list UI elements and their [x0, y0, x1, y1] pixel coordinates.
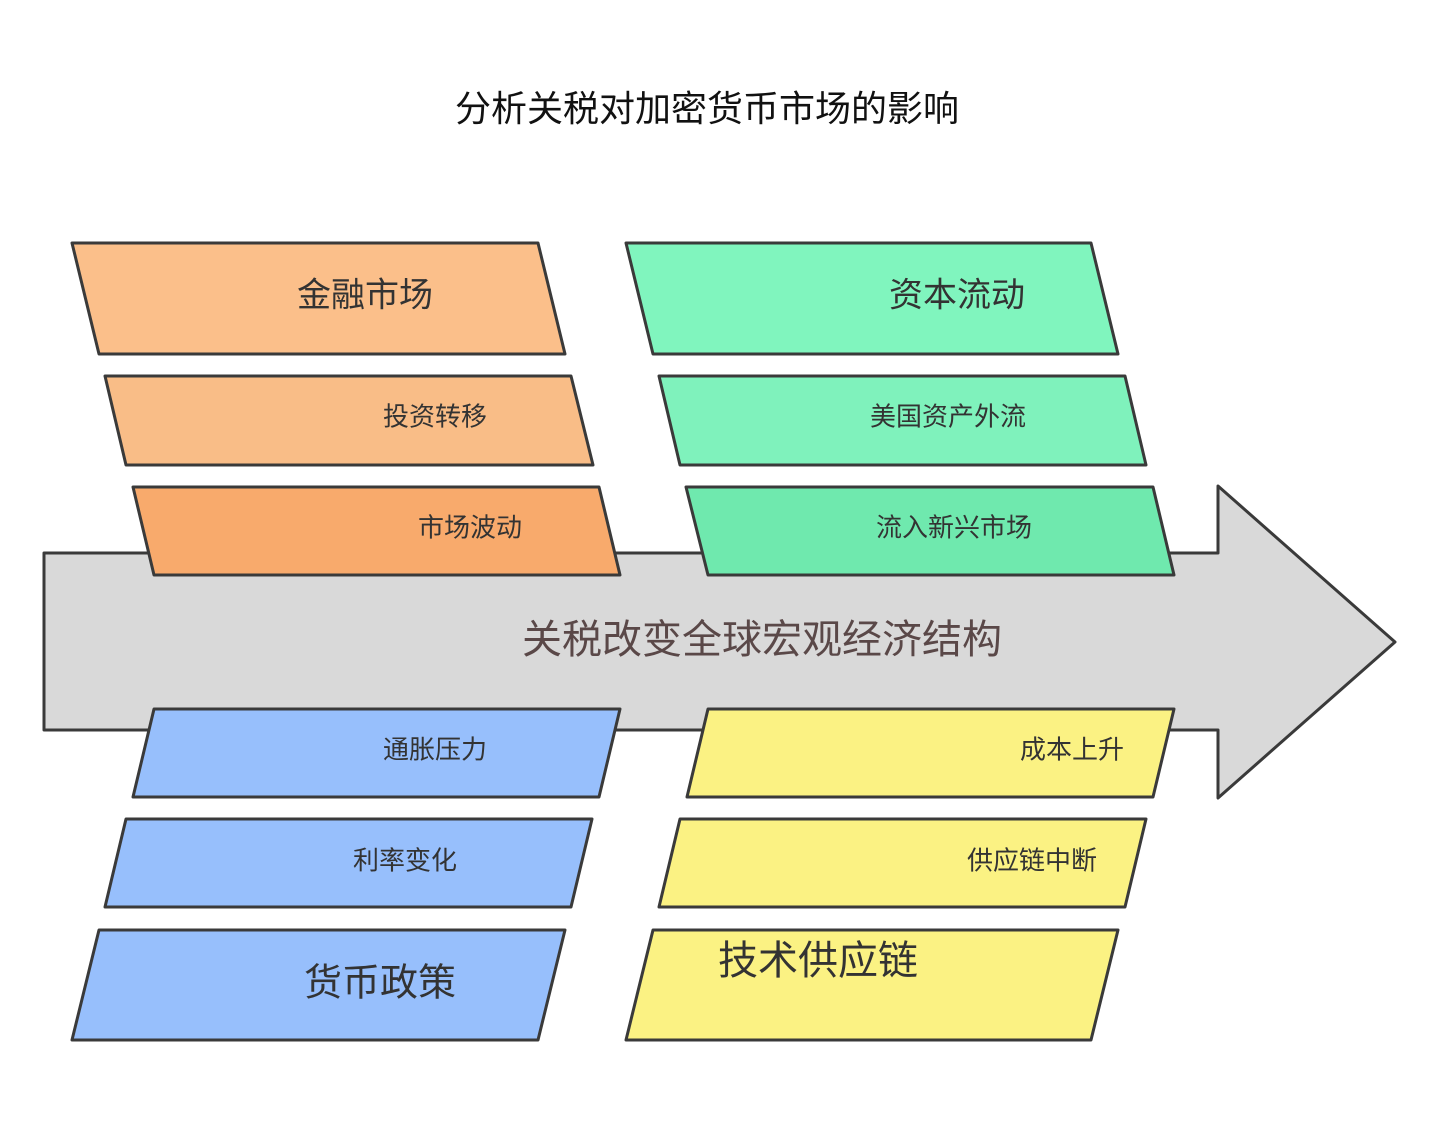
cause-box	[103, 374, 595, 467]
spine-label: 关税改变全球宏观经济结构	[522, 617, 1002, 663]
cause-box	[685, 707, 1176, 799]
category-box	[70, 241, 567, 356]
cause-label: 市场波动	[418, 514, 522, 544]
cause-label: 美国资产外流	[870, 403, 1026, 433]
cause-label: 利率变化	[353, 847, 457, 877]
group-capital-flow: 资本流动 美国资产外流 流入新兴市场	[624, 241, 1176, 577]
category-label: 金融市场	[297, 276, 433, 316]
cause-label: 投资转移	[383, 403, 487, 433]
cause-box	[131, 485, 622, 577]
group-tech-supply-chain: 成本上升 供应链中断 技术供应链	[624, 707, 1176, 1042]
group-financial-market: 金融市场 投资转移 市场波动	[70, 241, 622, 577]
category-label: 资本流动	[889, 276, 1025, 316]
category-label: 货币政策	[304, 961, 456, 1005]
cause-label: 通胀压力	[383, 736, 487, 766]
cause-label: 供应链中断	[967, 847, 1097, 877]
cause-box	[131, 707, 622, 799]
cause-label: 流入新兴市场	[876, 514, 1032, 544]
category-box	[70, 928, 567, 1042]
cause-label: 成本上升	[1020, 736, 1124, 766]
category-box	[624, 928, 1120, 1042]
cause-box	[103, 817, 594, 909]
category-box	[624, 241, 1120, 356]
category-label: 技术供应链	[718, 938, 918, 984]
cause-box	[657, 374, 1148, 467]
diagram-title: 分析关税对加密货币市场的影响	[455, 89, 959, 130]
cause-box	[657, 817, 1148, 909]
cause-box	[684, 485, 1176, 577]
group-monetary-policy: 通胀压力 利率变化 货币政策	[70, 707, 622, 1042]
